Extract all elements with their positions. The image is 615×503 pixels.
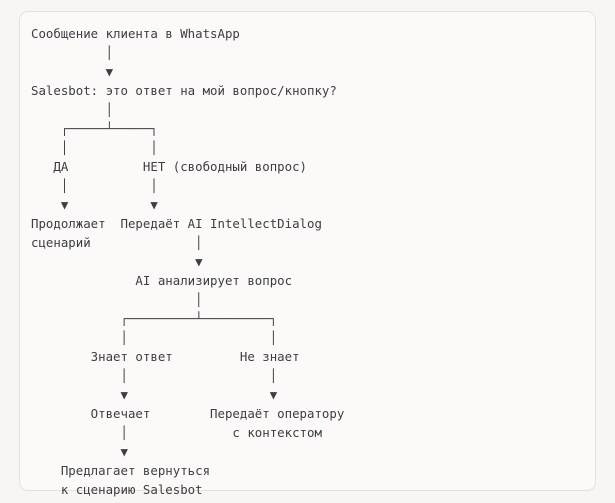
ascii-flowchart: Сообщение клиента в WhatsApp │ ▼ Salesbo… bbox=[31, 26, 345, 497]
diagram-card: Сообщение клиента в WhatsApp │ ▼ Salesbo… bbox=[19, 11, 596, 497]
